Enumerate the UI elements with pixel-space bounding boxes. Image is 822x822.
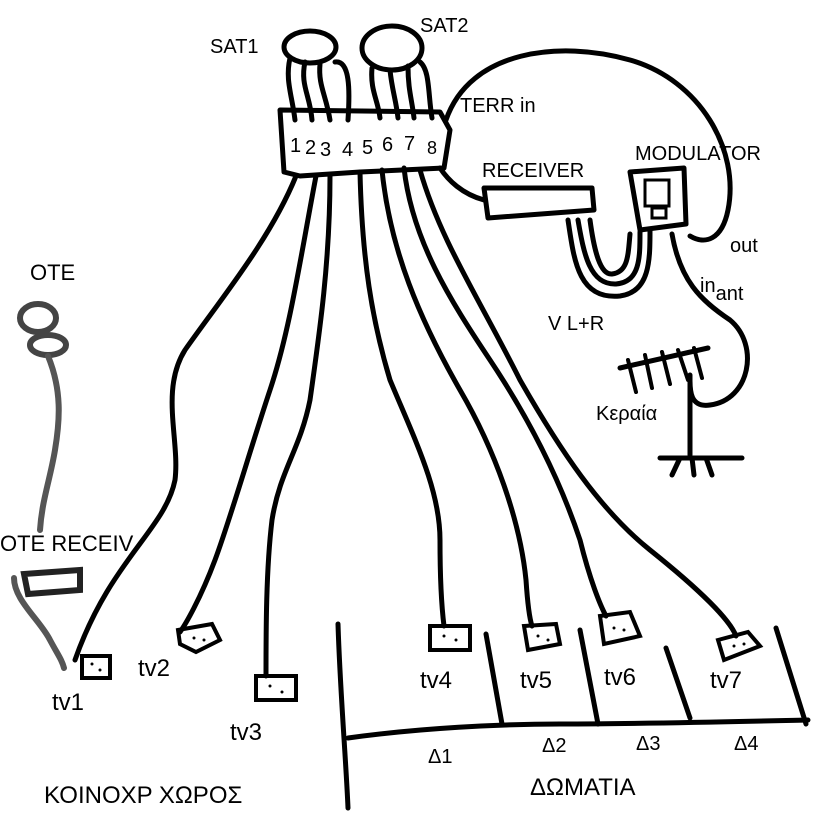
sat1-label: SAT1 [210,36,259,58]
sat2-cable [369,59,435,121]
tv4-label: tv4 [420,667,452,694]
switch-to-receiver-cable [437,165,487,203]
antenna-cable [669,231,750,408]
terr-in-label: TERR in [460,95,536,117]
tv1-label: tv1 [52,689,84,716]
tv2-socket-icon [175,621,223,655]
sat2-dish-icon [359,23,425,73]
port-8: 8 [427,138,437,158]
tv1-socket-icon [80,654,112,680]
av-link-label: V L+R [548,313,604,335]
sat1-cable [285,55,352,123]
switch-to-tv2-cable [177,173,319,635]
port-5: 5 [362,137,373,159]
switch-to-tv3-cable [263,173,333,679]
switch-to-tv7-cable [417,167,739,639]
modulator-label: MODULATOR [635,143,761,165]
switch-port-labels: 1 2 3 4 5 6 7 8 [290,133,437,161]
tv2-label: tv2 [138,655,170,682]
tv6-socket-icon [597,609,643,647]
av-cable [565,217,653,299]
tv5-label: tv5 [520,667,552,694]
rooms-area-label: ΔΩΜΑΤΙΑ [530,774,636,801]
tv3-socket-icon [254,674,298,702]
modulator-box [627,165,689,233]
ote-to-tv1-cable [11,575,67,671]
ote-receiver-box [20,566,83,598]
port-6: 6 [382,134,393,156]
switch-to-tv6-cable [401,165,609,619]
switch-to-tv5-cable [379,167,535,629]
room-d4-label: Δ4 [734,733,758,755]
sat2-label: SAT2 [420,15,469,37]
room-d3-label: Δ3 [636,733,660,755]
terr-in-loop-cable [443,48,733,243]
ote-receiver-label: OTE RECEIV [0,531,134,556]
tv7-label: tv7 [710,667,742,694]
antenna-icon [617,345,745,478]
switch-to-tv1-cable [72,173,299,663]
port-1: 1 [290,135,301,157]
modulator-out-label: out [730,235,758,257]
tv5-socket-icon [521,621,563,653]
rooms-outline [335,621,811,811]
port-4: 4 [342,139,353,161]
common-area-label: ΚΟΙΝΟΧΡ ΧΩΡΟΣ [44,782,242,809]
ote-cable [37,353,62,533]
port-3: 3 [320,139,331,161]
room-d1-label: Δ1 [428,746,452,768]
room-d2-label: Δ2 [542,735,566,757]
modulator-knob-icon [650,206,668,220]
receiver-label: RECEIVER [482,160,584,182]
port-2: 2 [305,137,316,159]
tv4-socket-icon [428,624,472,652]
room-dividers [483,625,809,727]
ote-dish-icon [17,301,69,358]
sat1-dish-icon [281,28,339,66]
receiver-box [481,185,597,221]
tv7-socket-icon [715,629,764,663]
switch-to-tv4-cable [357,169,447,629]
ote-label: OTE [30,260,75,285]
tv6-label: tv6 [604,664,636,691]
port-7: 7 [404,133,415,155]
modulator-in-label: inant [700,275,744,305]
antenna-label: Κεραία [596,403,657,425]
modulator-display-icon [643,178,671,208]
tv3-label: tv3 [230,719,262,746]
